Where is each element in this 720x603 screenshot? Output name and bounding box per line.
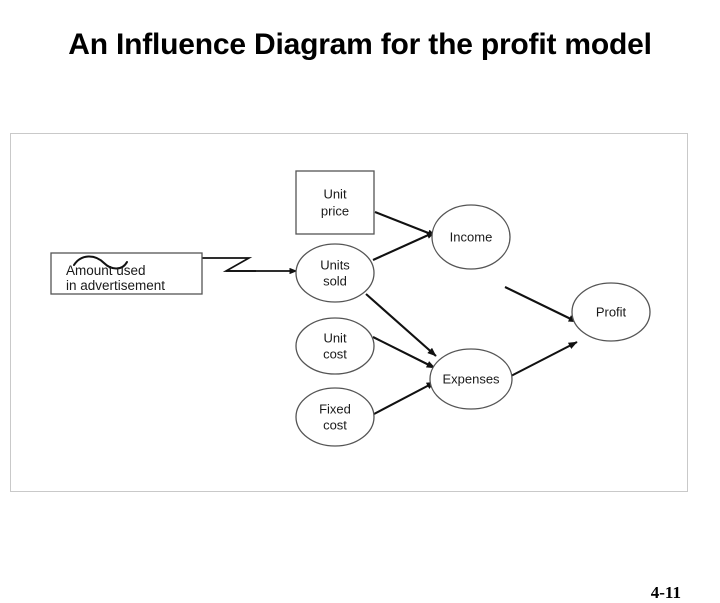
node-income[interactable]: Income: [431, 204, 511, 270]
node-label-income: Income: [450, 229, 493, 244]
node-unit-price[interactable]: Unit price: [295, 170, 375, 235]
node-label-unit-price-line1: Unit: [323, 186, 347, 201]
node-label-unit-price-line2: price: [321, 203, 349, 218]
edge-unit-price-to-income: [374, 211, 437, 237]
node-unit-cost[interactable]: Unit cost: [295, 317, 375, 375]
edge-fixed-cost-to-expenses: [373, 381, 436, 415]
edge-unit-cost-to-expenses: [372, 336, 436, 369]
influence-diagram: Amount used in advertisement Unit price …: [50, 170, 651, 447]
node-label-amount-used-line2: in advertisement: [66, 278, 165, 293]
node-label-unit-cost-line2: cost: [323, 346, 347, 361]
page-number: 4-11: [650, 583, 681, 602]
node-label-expenses: Expenses: [442, 371, 500, 386]
node-amount-used-in-advertisement[interactable]: Amount used in advertisement: [50, 252, 203, 295]
node-label-fixed-cost-line1: Fixed: [319, 401, 351, 416]
node-profit[interactable]: Profit: [571, 282, 651, 342]
node-units-sold[interactable]: Units sold: [295, 243, 375, 303]
node-label-units-sold-line2: sold: [323, 273, 347, 288]
edge-advertisement-to-units-sold: [202, 257, 298, 275]
node-fixed-cost[interactable]: Fixed cost: [295, 387, 375, 447]
diagram-frame: Amount used in advertisement Unit price …: [10, 133, 688, 602]
node-label-profit: Profit: [596, 304, 627, 319]
node-label-fixed-cost-line2: cost: [323, 417, 347, 432]
edge-units-sold-to-income: [372, 231, 436, 261]
node-label-amount-used-line1: Amount used: [66, 263, 146, 278]
node-label-unit-cost-line1: Unit: [323, 330, 347, 345]
edge-expenses-to-profit: [508, 341, 578, 378]
page-title: An Influence Diagram for the profit mode…: [68, 28, 652, 61]
slide-canvas: An Influence Diagram for the profit mode…: [10, 28, 688, 602]
node-label-units-sold-line1: Units: [320, 257, 350, 272]
edge-income-to-profit: [504, 286, 578, 323]
node-expenses[interactable]: Expenses: [429, 348, 513, 410]
edge-units-sold-to-expenses: [365, 293, 437, 357]
